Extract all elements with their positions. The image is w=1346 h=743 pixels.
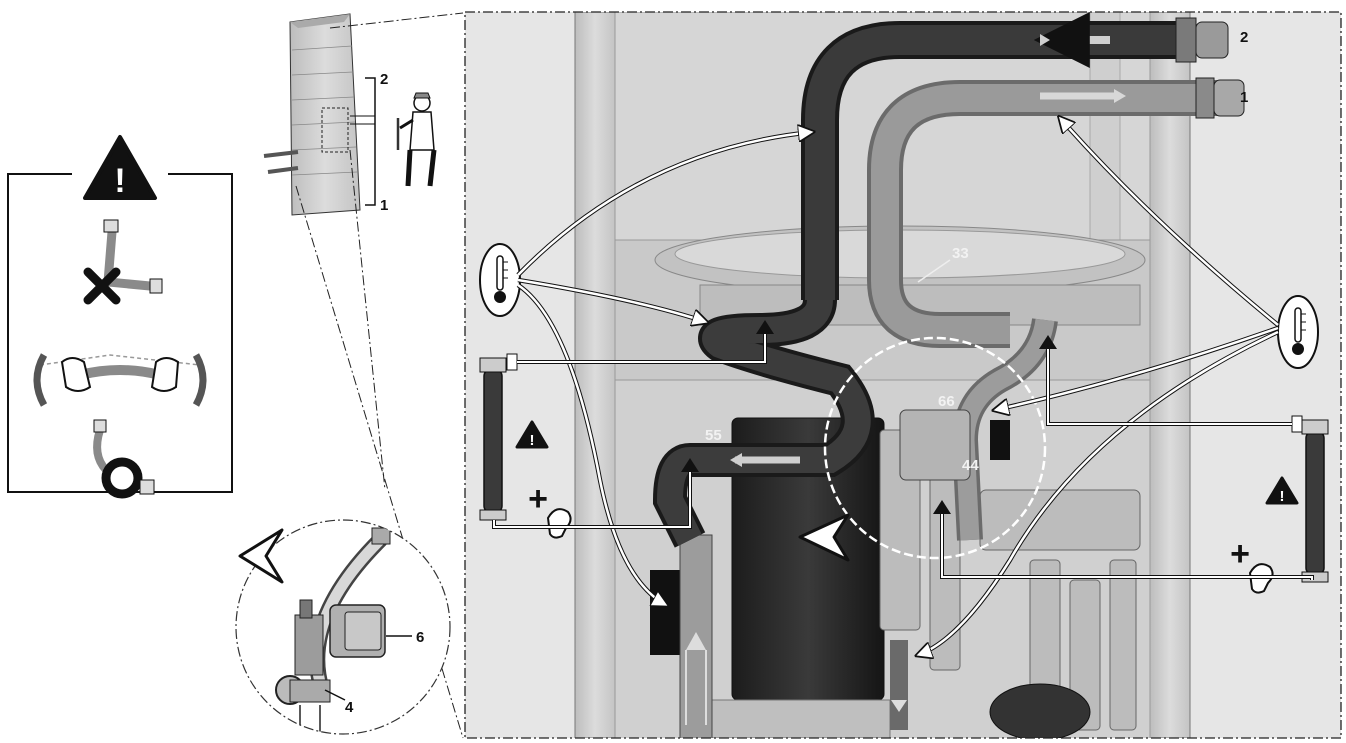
thermometer-icon <box>479 243 521 317</box>
warning-icon <box>83 135 157 200</box>
technician-icon <box>396 92 437 187</box>
thumb-label-1: 1 <box>380 197 388 214</box>
detail-magnifier-circle <box>823 336 1047 560</box>
warning-mark: ! <box>530 432 535 449</box>
label-4: 44 <box>962 457 979 474</box>
main-view-frame <box>464 11 1342 739</box>
label-1: 1 <box>1240 89 1248 106</box>
warning-mark: ! <box>1280 488 1285 505</box>
no-kink-icon <box>83 219 163 305</box>
detail-label-4: 4 <box>345 699 354 716</box>
detail-view: 6 4 <box>235 519 451 735</box>
detail-label-6: 6 <box>416 629 424 646</box>
coil-hose-icon <box>93 419 155 499</box>
unit-overview-thumbnail: 2 1 <box>263 13 437 216</box>
label-6: 66 <box>938 393 955 410</box>
clip-icon <box>546 508 572 539</box>
bend-hose-icon <box>33 353 207 407</box>
zoom-connector-lines <box>295 12 464 739</box>
hose-icon <box>479 353 518 521</box>
label-3: 33 <box>952 245 969 262</box>
hose-handling-warning-panel: ! <box>7 135 233 499</box>
label-5: 55 <box>705 427 722 444</box>
warning-mark: ! <box>114 162 125 200</box>
label-2: 2 <box>1240 29 1248 46</box>
eye-icon <box>238 528 284 584</box>
warning-icon <box>1265 476 1299 505</box>
plus-sign: + <box>1230 535 1250 573</box>
eye-icon <box>798 513 850 562</box>
plus-sign: + <box>528 480 548 518</box>
warning-icon <box>515 420 549 449</box>
main-illustration: 2 1 33 55 66 44 <box>464 11 1342 739</box>
thermometer-icon <box>1277 295 1319 369</box>
thumb-label-2: 2 <box>380 71 388 88</box>
